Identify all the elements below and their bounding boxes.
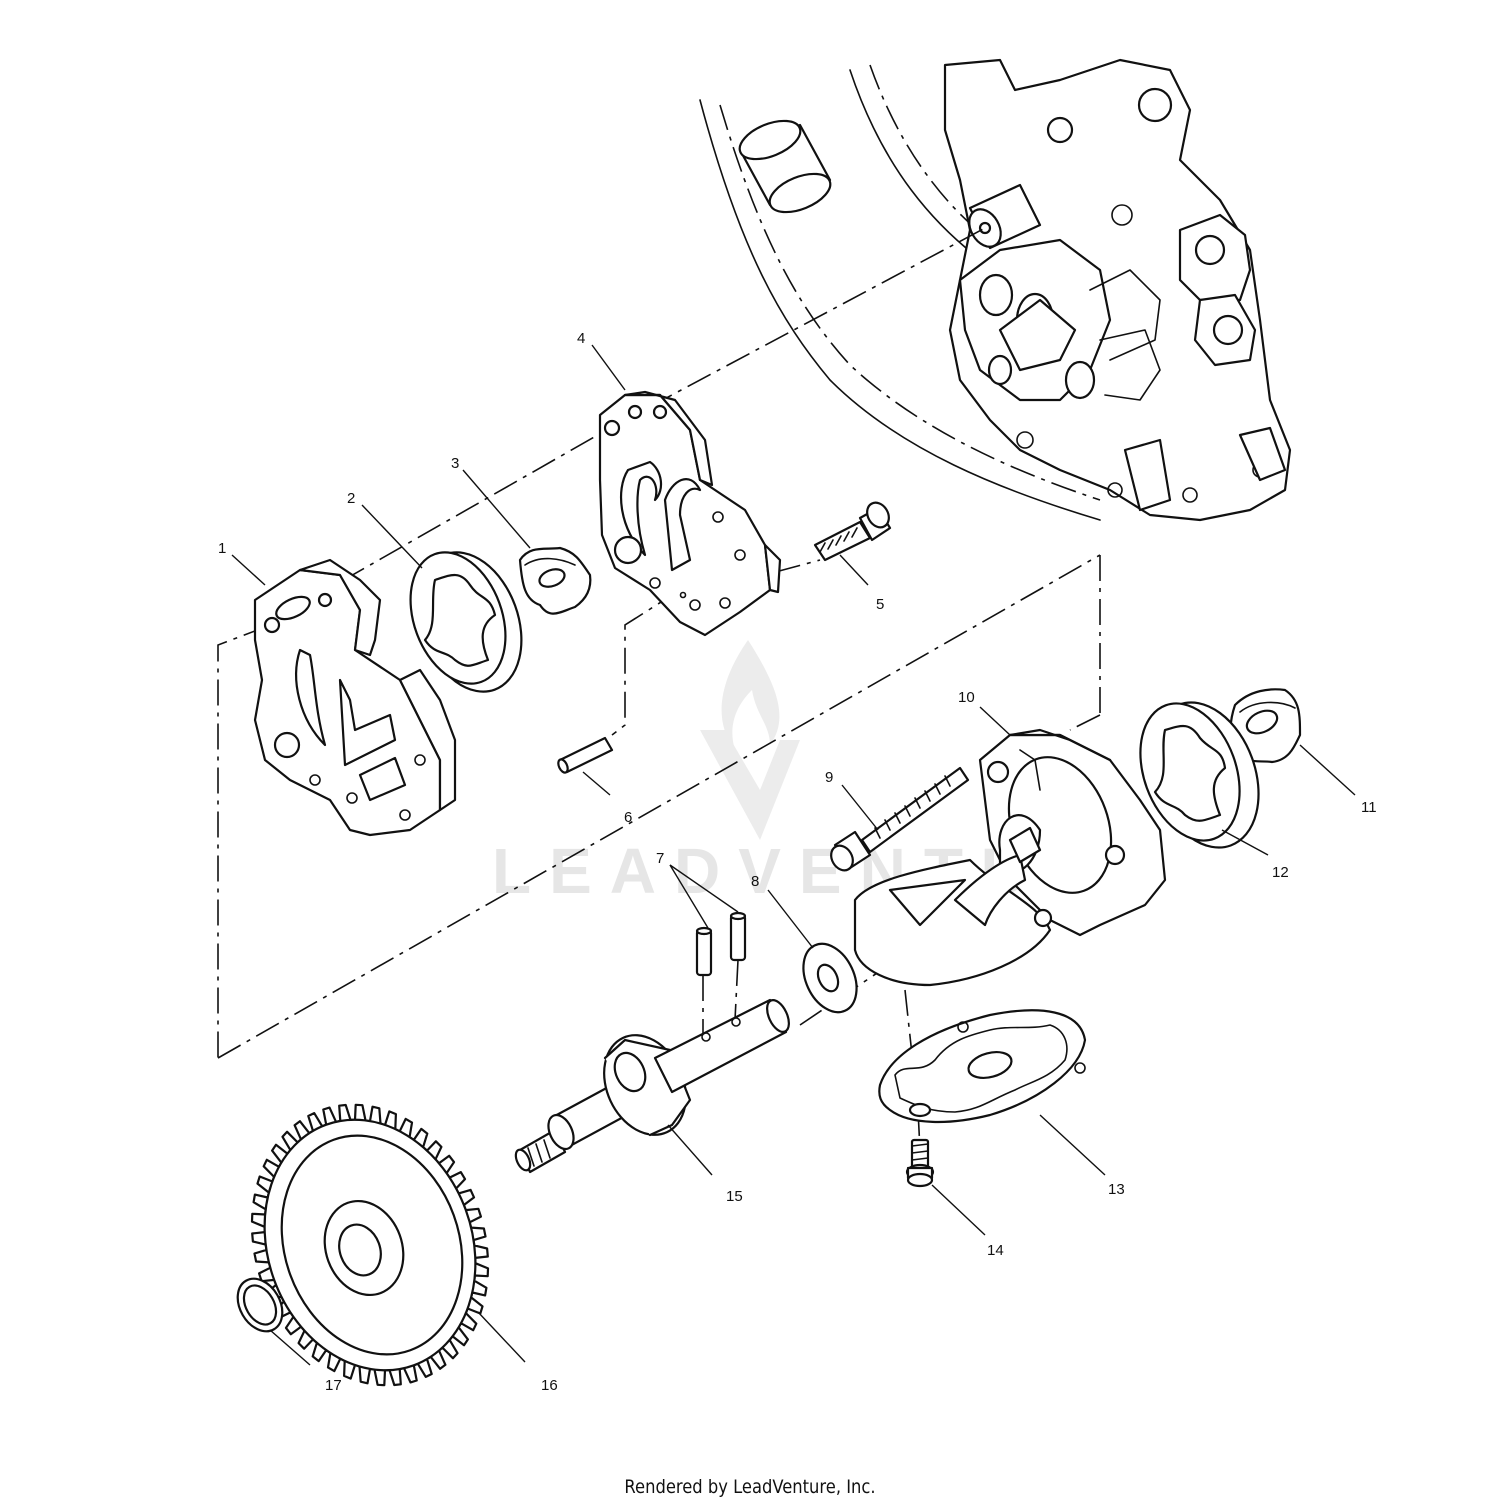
callout-17: 17 — [325, 1377, 342, 1394]
callout-8: 8 — [751, 873, 759, 890]
part-10-pump-housing — [853, 728, 1167, 987]
callout-14: 14 — [987, 1242, 1004, 1259]
part-9-bolt — [830, 766, 970, 872]
part-12-outer-rotor — [1139, 701, 1260, 849]
callout-1: 1 — [218, 540, 226, 557]
callout-5: 5 — [876, 596, 884, 613]
callout-numbers: 1 2 3 4 5 6 7 8 9 10 11 12 13 14 15 16 1… — [218, 330, 1377, 1394]
part-14-screw — [905, 1138, 935, 1188]
callout-7: 7 — [656, 850, 664, 867]
part-15-pump-shaft — [514, 998, 790, 1174]
part-16-driven-gear — [250, 1103, 490, 1387]
callout-3: 3 — [451, 455, 459, 472]
rendered-by-credit: Rendered by LeadVenture, Inc. — [624, 1476, 876, 1498]
callout-13: 13 — [1108, 1181, 1125, 1198]
part-17-ring — [236, 1277, 284, 1333]
callout-11: 11 — [1361, 799, 1377, 816]
callout-9: 9 — [825, 769, 833, 786]
part-2-outer-rotor — [409, 551, 523, 693]
callout-16: 16 — [541, 1377, 558, 1394]
part-6-pin — [557, 736, 614, 774]
part-5-screw — [813, 501, 892, 562]
callout-10: 10 — [958, 689, 975, 706]
callout-15: 15 — [726, 1188, 743, 1205]
callout-2: 2 — [347, 490, 355, 507]
crankcase-housing — [699, 58, 1292, 522]
callout-6: 6 — [624, 809, 632, 826]
part-7-dowel-pins — [695, 911, 747, 977]
callout-4: 4 — [577, 330, 585, 347]
part-13-gasket — [878, 1009, 1087, 1124]
part-1-pump-body — [253, 558, 457, 837]
part-4-pump-cover — [598, 390, 782, 637]
part-8-washer — [802, 942, 858, 1014]
callout-leaders — [231, 344, 1356, 1366]
part-11-inner-rotor — [1229, 688, 1302, 764]
part-3-inner-rotor — [518, 546, 592, 615]
callout-12: 12 — [1272, 864, 1289, 881]
